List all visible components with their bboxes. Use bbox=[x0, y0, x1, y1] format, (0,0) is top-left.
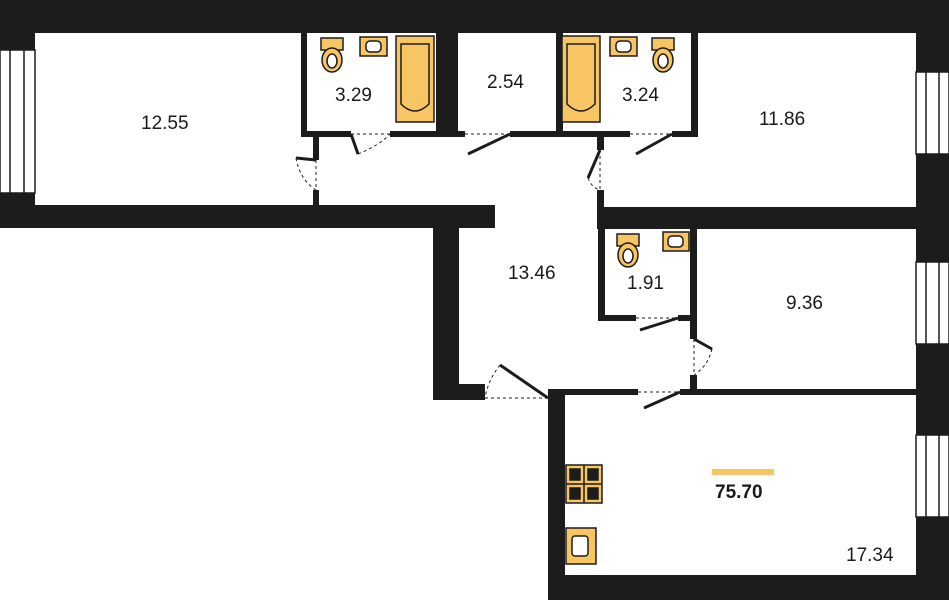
total-area-label: 75.70 bbox=[715, 482, 763, 503]
window-icon bbox=[915, 71, 949, 155]
wall-top-right-bottom bbox=[600, 207, 916, 229]
wall-bath-bottom-1 bbox=[301, 131, 351, 137]
wall-wc-right bbox=[690, 229, 697, 339]
sink-icon bbox=[565, 527, 597, 565]
wall-top-right-left-1 bbox=[597, 137, 604, 150]
area-label-bathroom-right: 3.24 bbox=[622, 85, 659, 106]
area-label-room-top-right: 11.86 bbox=[759, 109, 806, 130]
area-label-hall: 13.46 bbox=[508, 263, 556, 284]
door-icon bbox=[693, 337, 713, 376]
door-icon bbox=[484, 363, 549, 400]
wall-wc-bottom-1 bbox=[598, 315, 636, 321]
wall-mid-right-left bbox=[690, 375, 697, 395]
bathtub-icon bbox=[395, 35, 435, 123]
wall-bath-bottom-4 bbox=[672, 131, 698, 137]
door-icon bbox=[295, 156, 317, 191]
door-icon bbox=[630, 132, 673, 156]
wall-bath-divider-1 bbox=[436, 33, 458, 137]
wall-hall-bottom bbox=[433, 384, 485, 400]
area-label-room-top-left: 12.55 bbox=[141, 113, 189, 134]
area-label-room-middle-right: 9.36 bbox=[786, 293, 823, 314]
toilet-icon bbox=[651, 37, 675, 73]
stove-icon bbox=[565, 464, 603, 504]
sink-icon bbox=[662, 231, 690, 252]
sink-icon bbox=[359, 36, 388, 57]
toilet-icon bbox=[320, 37, 344, 73]
wall-top-left-bottom bbox=[0, 205, 495, 228]
wall-hall-left-stub bbox=[313, 137, 319, 160]
door-icon bbox=[636, 316, 679, 332]
wall-mid-right-bottom-1 bbox=[548, 389, 638, 395]
wall-bath-divider-2 bbox=[556, 33, 563, 137]
wall-top bbox=[0, 0, 949, 33]
bathtub-icon bbox=[561, 35, 601, 123]
wall-bath-left bbox=[301, 33, 307, 137]
area-label-storage: 2.54 bbox=[487, 72, 524, 93]
window-icon bbox=[915, 434, 949, 518]
wall-top-right-left-2 bbox=[597, 190, 604, 229]
wall-wc-left bbox=[598, 229, 605, 321]
doors bbox=[295, 132, 713, 410]
toilet-icon bbox=[616, 233, 640, 268]
wall-bath-right bbox=[691, 33, 698, 137]
windows bbox=[0, 49, 949, 518]
door-icon bbox=[349, 133, 391, 155]
fixtures bbox=[320, 35, 690, 565]
wall-mid-right-bottom-2 bbox=[680, 389, 916, 395]
wall-hall-left bbox=[433, 228, 459, 400]
door-icon bbox=[465, 132, 511, 156]
sink-icon bbox=[609, 36, 638, 57]
wall-wc-bottom-2 bbox=[678, 315, 697, 321]
area-label-wc: 1.91 bbox=[627, 273, 664, 294]
window-icon bbox=[0, 49, 36, 194]
wall-kitchen-left bbox=[548, 389, 565, 600]
wall-bath-bottom-2 bbox=[390, 131, 465, 137]
window-icon bbox=[915, 261, 949, 345]
wall-kitchen-bottom bbox=[548, 575, 949, 600]
wall-hall-left-stub-2 bbox=[313, 190, 319, 210]
area-label-kitchen-living: 17.34 bbox=[846, 545, 894, 566]
door-icon bbox=[586, 149, 602, 191]
total-accent-bar bbox=[712, 469, 774, 475]
door-icon bbox=[638, 390, 681, 410]
wall-bath-bottom-3 bbox=[510, 131, 630, 137]
area-label-bathroom-left: 3.29 bbox=[335, 85, 372, 106]
